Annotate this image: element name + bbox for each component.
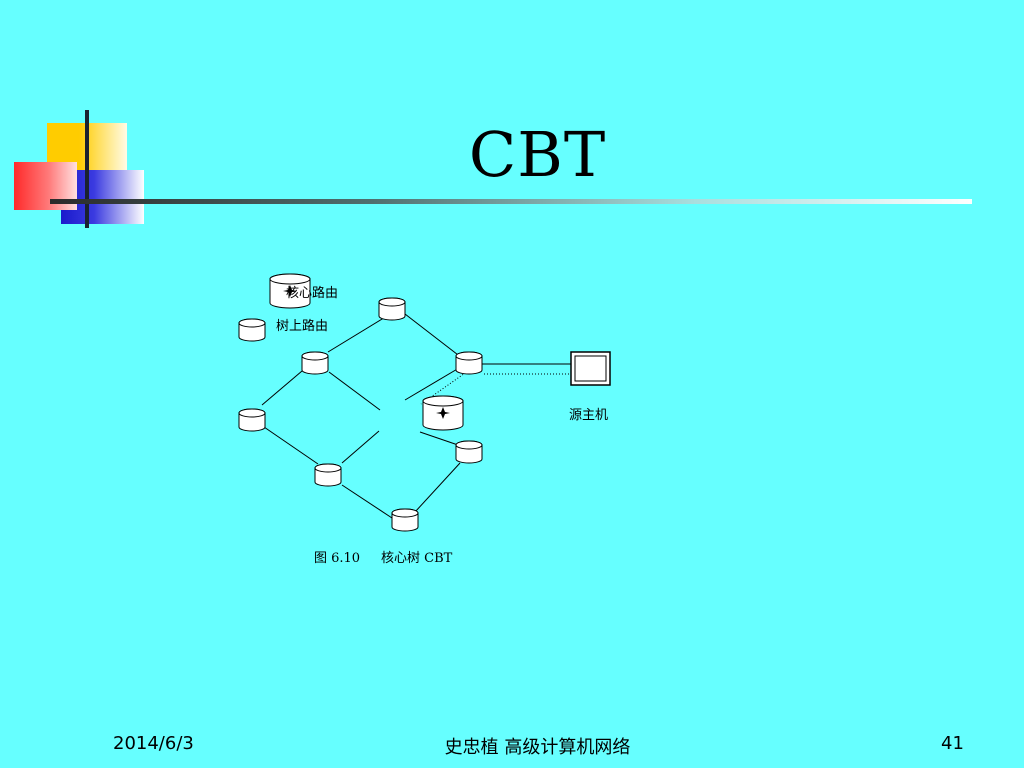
deco-vertical-line xyxy=(85,110,89,228)
legend-tree-label: 树上路由 xyxy=(276,318,328,334)
tree-router xyxy=(391,508,419,532)
footer-author-course: 史忠植 高级计算机网络 xyxy=(444,737,631,758)
slide-title: CBT xyxy=(468,118,607,191)
deco-horizontal-rule xyxy=(50,199,972,204)
caption-text: 核心树 CBT xyxy=(381,551,453,566)
tree-router xyxy=(455,440,483,464)
tree-router xyxy=(314,463,342,487)
tree-router xyxy=(238,408,266,432)
legend-core-label: 核心路由 xyxy=(286,285,338,301)
footer-page-number: 41 xyxy=(941,733,964,754)
caption-number: 图 6.10 xyxy=(314,551,360,566)
tree-router xyxy=(378,297,406,321)
core-router xyxy=(422,395,464,431)
tree-router xyxy=(301,351,329,375)
source-host-icon xyxy=(570,351,611,386)
dotted-links xyxy=(420,370,570,405)
tree-links xyxy=(261,312,572,519)
source-host-label: 源主机 xyxy=(569,408,608,423)
footer-date: 2014/6/3 xyxy=(113,733,194,754)
legend-tree-router-icon xyxy=(238,318,266,342)
tree-router xyxy=(455,351,483,375)
